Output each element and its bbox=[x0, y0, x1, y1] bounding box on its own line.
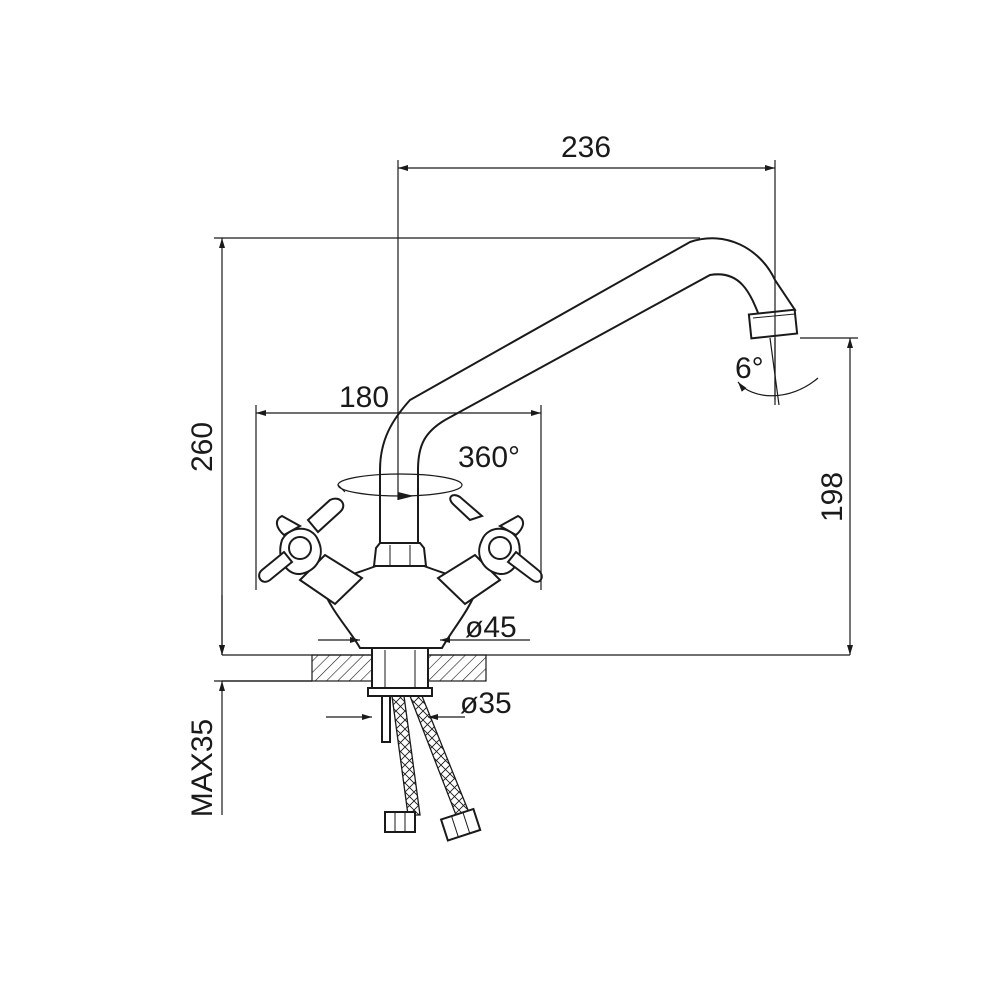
aerator bbox=[747, 308, 799, 340]
dimension-base-width: 180 bbox=[255, 381, 542, 590]
right-handle-up bbox=[449, 494, 484, 522]
label-base-diameter: ø45 bbox=[465, 611, 517, 644]
left-handle-left bbox=[276, 514, 303, 537]
spout bbox=[379, 237, 797, 549]
right-hose-nut bbox=[439, 807, 482, 842]
label-spout-height: 198 bbox=[816, 472, 849, 522]
dimension-base-diameter: ø45 bbox=[318, 611, 530, 644]
right-handle-down bbox=[506, 550, 543, 583]
left-handle-down bbox=[258, 550, 294, 583]
faucet-outline bbox=[258, 237, 799, 649]
dimension-spout-reach: 236 bbox=[397, 131, 776, 500]
label-swivel-angle: 360° bbox=[458, 441, 520, 474]
label-hole-diameter: ø35 bbox=[460, 687, 512, 720]
countertop bbox=[222, 647, 850, 682]
dimension-spout-height: 198 bbox=[800, 337, 858, 655]
dimension-total-height: 260 bbox=[186, 237, 700, 655]
dimension-max-thickness: MAX35 bbox=[186, 595, 312, 817]
label-aerator-tilt: 6° bbox=[735, 352, 764, 385]
left-valve bbox=[258, 497, 364, 606]
supply-hoses bbox=[384, 695, 482, 842]
mounting-shank bbox=[367, 647, 433, 743]
label-max-thickness: MAX35 bbox=[186, 719, 219, 817]
annotation-swivel: 360° bbox=[337, 441, 520, 500]
annotation-aerator-tilt: 6° bbox=[735, 337, 819, 406]
label-spout-reach: 236 bbox=[561, 131, 611, 164]
right-handle-right bbox=[497, 514, 524, 537]
left-handle-up bbox=[306, 497, 345, 534]
dimension-hole-diameter: ø35 bbox=[326, 687, 512, 720]
label-base-width: 180 bbox=[339, 381, 389, 414]
right-valve bbox=[436, 494, 543, 606]
label-total-height: 260 bbox=[186, 422, 219, 472]
left-hose-nut bbox=[384, 811, 416, 833]
spout-collar bbox=[372, 542, 428, 567]
